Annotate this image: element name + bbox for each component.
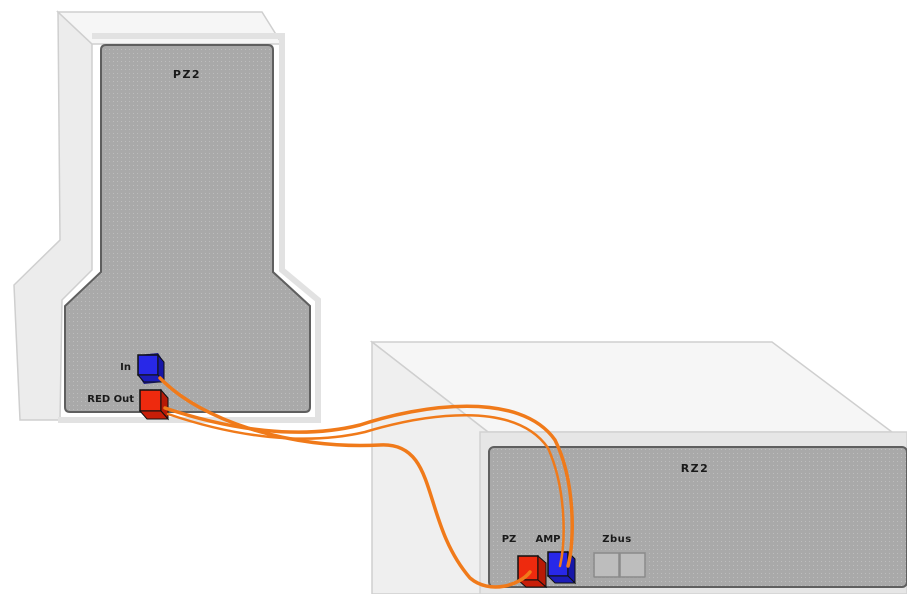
cable-in-to-pz <box>158 376 532 589</box>
cable-out-to-amp-strand <box>166 412 565 568</box>
pz2-housing-top <box>56 11 284 45</box>
pz2-device: PZ2 In RED Out <box>13 10 321 423</box>
rz2-zbus-label: Zbus <box>602 534 631 545</box>
pz2-title: PZ2 <box>173 68 201 81</box>
rz2-amp-label: AMP <box>535 534 560 545</box>
rz2-zbus-port-2[interactable] <box>619 552 646 578</box>
pz2-front-panel <box>64 44 311 413</box>
pz2-housing-outer <box>58 33 321 423</box>
pz2-in-label: In <box>120 362 131 373</box>
rz2-pz-amp-red-port[interactable] <box>516 554 548 589</box>
pz2-red-out-label: RED Out <box>87 394 134 405</box>
rz2-front-panel <box>488 446 907 588</box>
rz2-pz-label: PZ <box>502 534 517 545</box>
cable-out-to-amp <box>163 404 574 568</box>
pz2-in-port[interactable] <box>136 353 166 384</box>
pz2-red-out-port[interactable] <box>138 388 170 421</box>
rz2-zbus-port-1[interactable] <box>593 552 620 578</box>
rz2-housing-side <box>371 340 489 594</box>
fiber-cables <box>158 376 574 589</box>
rz2-title: RZ2 <box>681 462 710 475</box>
rz2-device: RZ2 PZ AMP Zbus <box>369 340 907 594</box>
